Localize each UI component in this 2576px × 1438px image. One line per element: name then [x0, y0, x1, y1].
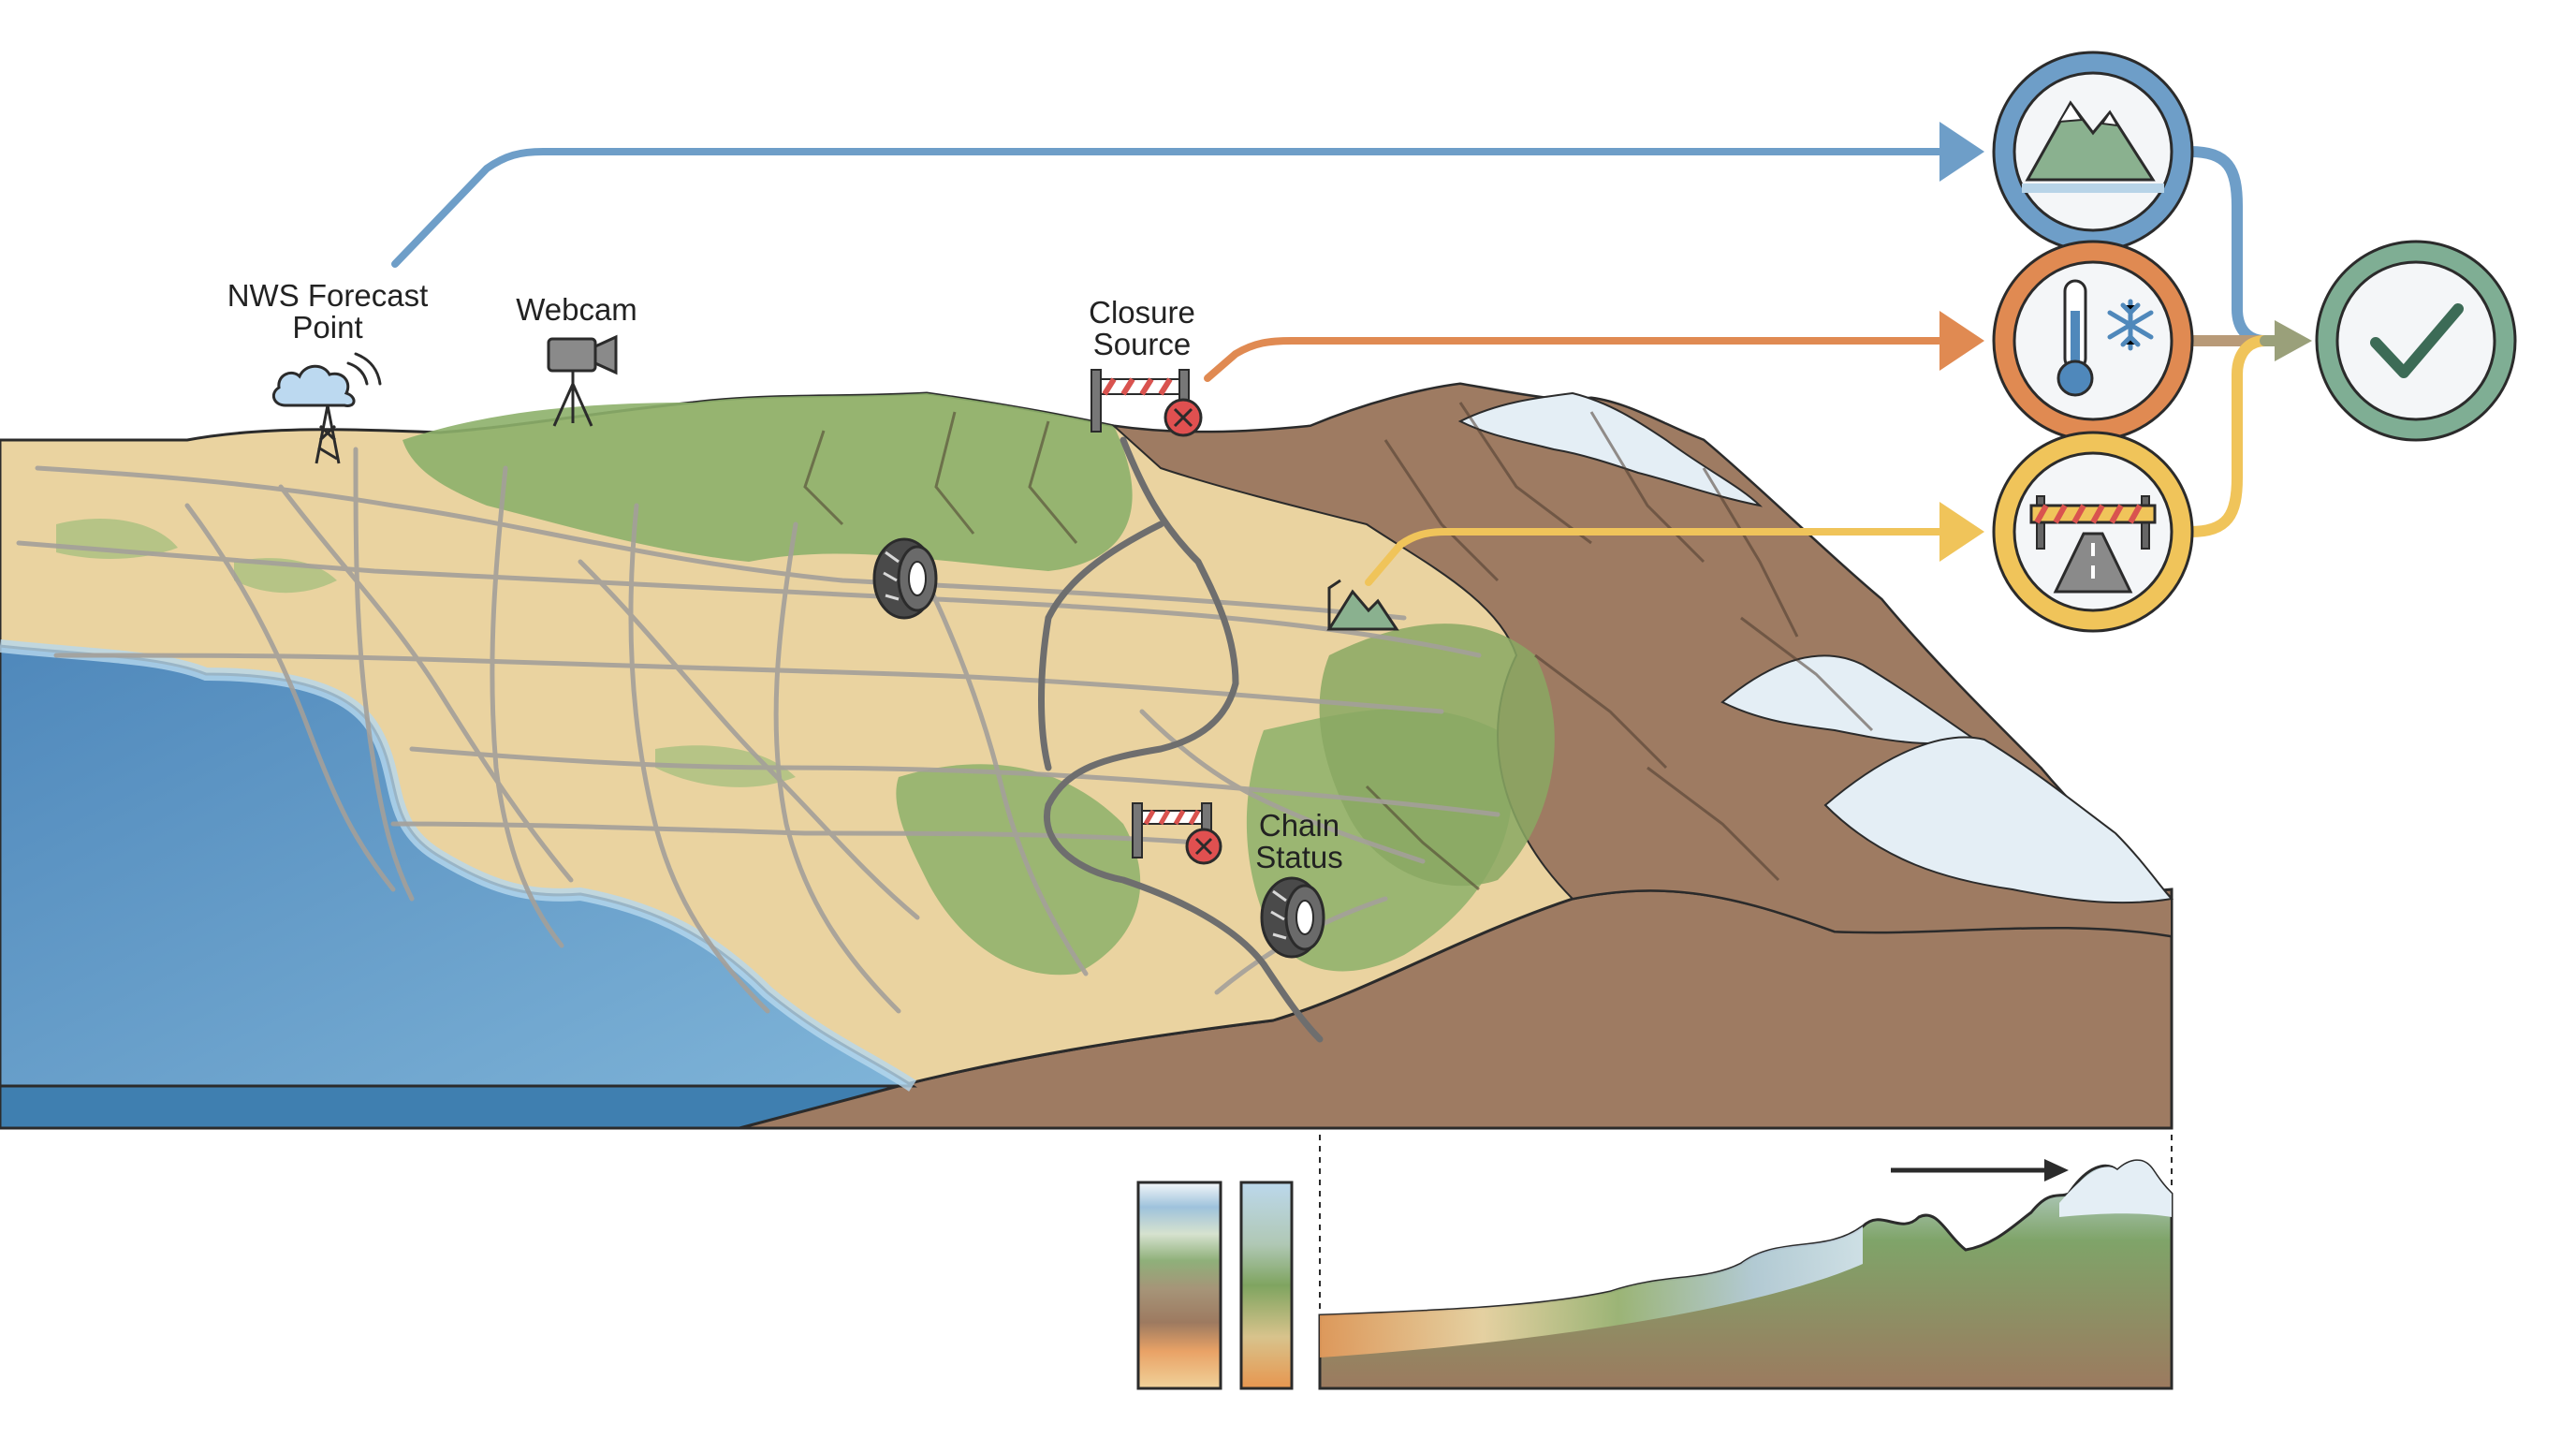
- merge-connectors: [2185, 146, 2290, 537]
- webcam-label: Webcam: [516, 292, 637, 327]
- closure-source-label-line2: Source: [1093, 327, 1192, 361]
- tire-chain-icon[interactable]: [872, 537, 938, 620]
- elevation-swatch-simple: [1239, 1181, 1294, 1390]
- snow-cap-south: [1823, 736, 2174, 904]
- thermometer-snowflake-icon: [2056, 279, 2154, 397]
- direction-arrowhead: [2044, 1159, 2069, 1181]
- chain-status-marker[interactable]: Chain Status: [1255, 808, 1343, 959]
- elevation-legend-swatches: [1136, 1181, 1294, 1390]
- webcam-tripod-icon: [547, 334, 618, 427]
- road-barrier-icon: [2029, 495, 2157, 594]
- mountain-marker-icon[interactable]: [1326, 579, 1399, 631]
- orange-flow-arrow: [1204, 311, 1984, 382]
- closure-source-marker[interactable]: Closure Source: [1089, 295, 1203, 437]
- checkmark-icon: [2370, 303, 2464, 378]
- vegetation-patches: [56, 519, 796, 787]
- closure-source-label-line1: Closure: [1089, 295, 1195, 330]
- snow-cap-north: [1457, 391, 1764, 507]
- validated-result[interactable]: [2315, 240, 2517, 442]
- ridge-lines: [803, 402, 1874, 891]
- chain-status-label-line1: Chain: [1259, 808, 1339, 843]
- nws-forecast-point-marker[interactable]: NWS Forecast Point: [227, 278, 429, 464]
- mountain-green-slopes: [1319, 624, 1555, 887]
- elevation-swatch-full: [1136, 1181, 1222, 1390]
- elevation-profile-surface-band: [1320, 1226, 1863, 1357]
- merge-arrowhead: [2275, 320, 2312, 361]
- highways: [1038, 436, 1324, 1043]
- coastline-shallows: [0, 639, 916, 1092]
- foothills-vegetation: [402, 393, 1133, 571]
- blue-flow-arrow: [391, 122, 1984, 268]
- webcam-marker[interactable]: Webcam: [516, 292, 637, 427]
- cloud-antenna-tower-icon: [271, 352, 382, 464]
- elevation-profile: [1318, 1135, 2174, 1390]
- tire-chain-icon: [1260, 876, 1325, 959]
- nws-forecast-label-line1: NWS Forecast: [227, 278, 429, 313]
- output-weather[interactable]: [1992, 240, 2194, 442]
- vegetation-band-lower: [896, 764, 1141, 976]
- profile-snow-peak: [2059, 1160, 2172, 1217]
- nws-forecast-label-line2: Point: [292, 310, 362, 345]
- road-barrier-closed-icon[interactable]: [1132, 802, 1222, 865]
- mountain-terrain-icon: [2022, 100, 2164, 193]
- output-terrain[interactable]: [1992, 51, 2194, 253]
- terrain-block: [0, 382, 2174, 1130]
- road-network: [16, 447, 1500, 1014]
- chain-status-label-line2: Status: [1255, 840, 1343, 874]
- output-road[interactable]: [1992, 431, 2194, 633]
- road-barrier-closed-icon: [1090, 369, 1203, 437]
- yellow-flow-arrow: [1365, 502, 1984, 586]
